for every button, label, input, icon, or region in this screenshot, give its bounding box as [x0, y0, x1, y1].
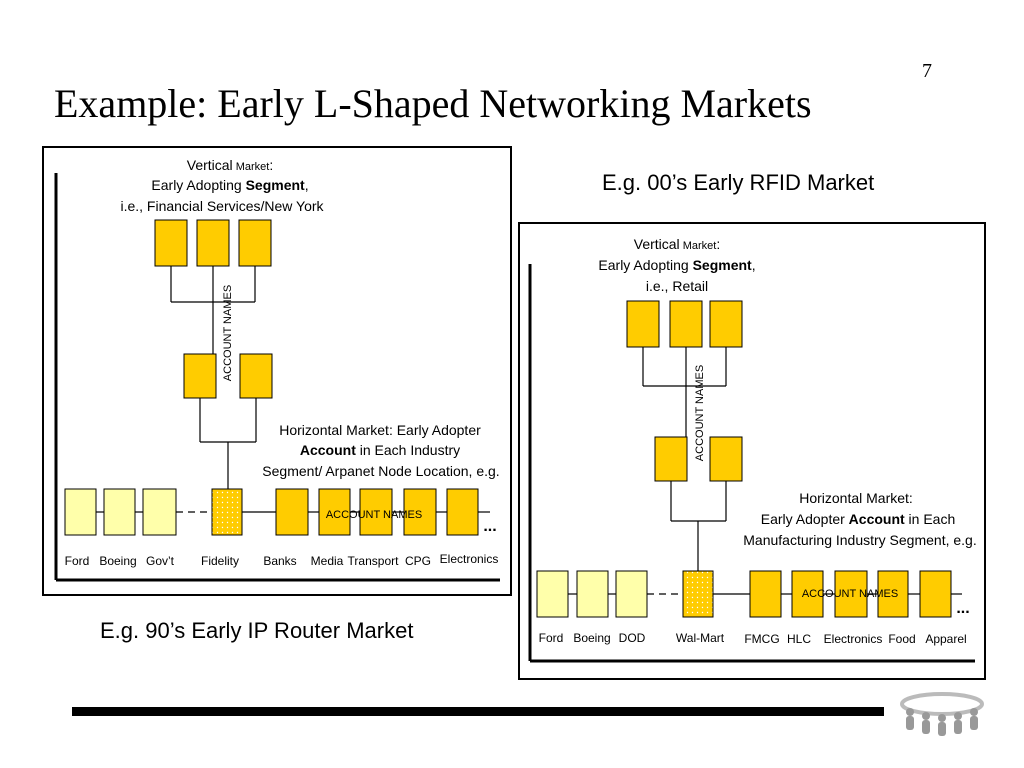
left-horizontal-box: [446, 488, 479, 536]
left-vertical-box: [239, 353, 273, 399]
right-diagram: Vertical Market: Early Adopting Segment,…: [518, 222, 986, 680]
left-label-cpg: CPG: [405, 554, 431, 568]
right-horizontal-line3: Manufacturing Industry Segment, e.g.: [743, 532, 976, 548]
right-vertical-line2: Early Adopting Segment,: [598, 257, 755, 273]
left-vertical-box: [238, 219, 272, 267]
right-horizontal-box-highlight: [682, 570, 714, 618]
left-vertical-box: [183, 353, 217, 399]
left-label-transport: Transport: [348, 554, 400, 568]
right-label-walmart: Wal-Mart: [676, 631, 725, 645]
left-panel-frame: [42, 146, 512, 596]
right-label-dod: DOD: [619, 631, 646, 645]
slide-title: Example: Early L-Shaped Networking Marke…: [54, 81, 812, 126]
right-horizontal-box: [834, 570, 868, 618]
right-vertical-box: [709, 436, 743, 482]
right-panel-frame: [518, 222, 986, 680]
right-horizontal-box: [791, 570, 824, 618]
left-vertical-box: [154, 219, 188, 267]
left-label-fidelity: Fidelity: [201, 554, 239, 568]
right-horizontal-box: [919, 570, 952, 618]
right-label-boeing: Boeing: [573, 631, 610, 645]
team-circle-logo: [900, 692, 984, 736]
right-vertical-line1: Vertical Market:: [634, 236, 721, 252]
right-horizontal-line2: Early Adopter Account in Each: [761, 511, 956, 527]
right-vertical-box: [669, 300, 703, 348]
left-horizontal-line2: Account in Each Industry: [300, 442, 460, 458]
right-horizontal-axis-label: ACCOUNT NAMES: [802, 588, 898, 600]
left-vertical-line2: Early Adopting Segment,: [151, 177, 308, 193]
left-horizontal-box: [64, 488, 97, 536]
left-diagram: Vertical Market: Early Adopting Segment,…: [42, 146, 512, 596]
right-horizontal-line1: Horizontal Market:: [799, 490, 913, 506]
left-ellipsis: ...: [483, 518, 496, 535]
right-vertical-axis-label: ACCOUNT NAMES: [694, 365, 706, 461]
footer-bar: [72, 707, 884, 716]
left-horizontal-axis-label: ACCOUNT NAMES: [326, 509, 422, 521]
right-vertical-line3: i.e., Retail: [646, 278, 708, 294]
left-horizontal-box: [275, 488, 309, 536]
right-horizontal-box: [749, 570, 782, 618]
right-vertical-box: [709, 300, 743, 348]
right-caption: E.g. 00’s Early RFID Market: [602, 170, 875, 195]
left-label-banks: Banks: [263, 554, 296, 568]
left-vertical-axis-label: ACCOUNT NAMES: [222, 285, 234, 381]
right-label-fmcg: FMCG: [744, 632, 779, 646]
left-label-ford: Ford: [65, 554, 90, 568]
right-label-hlc: HLC: [787, 632, 811, 646]
right-horizontal-box: [536, 570, 569, 618]
right-label-ford: Ford: [539, 631, 564, 645]
left-vertical-line3: i.e., Financial Services/New York: [120, 198, 324, 214]
left-label-electronics: Electronics: [440, 552, 499, 566]
left-tree-lines: [96, 266, 490, 513]
left-horizontal-box: [403, 488, 437, 536]
left-horizontal-line3: Segment/ Arpanet Node Location, e.g.: [262, 463, 499, 479]
left-caption: E.g. 90’s Early IP Router Market: [100, 618, 414, 643]
left-label-govt: Gov’t: [146, 554, 175, 568]
slide-number: 7: [922, 60, 932, 82]
left-label-media: Media: [311, 554, 344, 568]
left-horizontal-line1: Horizontal Market: Early Adopter: [279, 422, 481, 438]
right-label-food: Food: [888, 632, 915, 646]
left-horizontal-box: [103, 488, 136, 536]
left-horizontal-box: [359, 488, 393, 536]
right-label-electronics: Electronics: [824, 632, 883, 646]
right-label-apparel: Apparel: [925, 632, 966, 646]
left-horizontal-box: [142, 488, 177, 536]
right-tree-lines: [568, 347, 962, 595]
left-vertical-line1: Vertical Market:: [187, 157, 274, 173]
right-horizontal-box: [615, 570, 648, 618]
right-vertical-box: [654, 436, 688, 482]
left-horizontal-box-highlight: [211, 488, 243, 536]
right-horizontal-box: [576, 570, 609, 618]
left-horizontal-box: [318, 488, 351, 536]
left-vertical-box: [196, 219, 230, 267]
right-horizontal-box: [877, 570, 909, 618]
right-vertical-box: [626, 300, 660, 348]
left-label-boeing: Boeing: [99, 554, 136, 568]
right-ellipsis: ...: [956, 600, 969, 617]
